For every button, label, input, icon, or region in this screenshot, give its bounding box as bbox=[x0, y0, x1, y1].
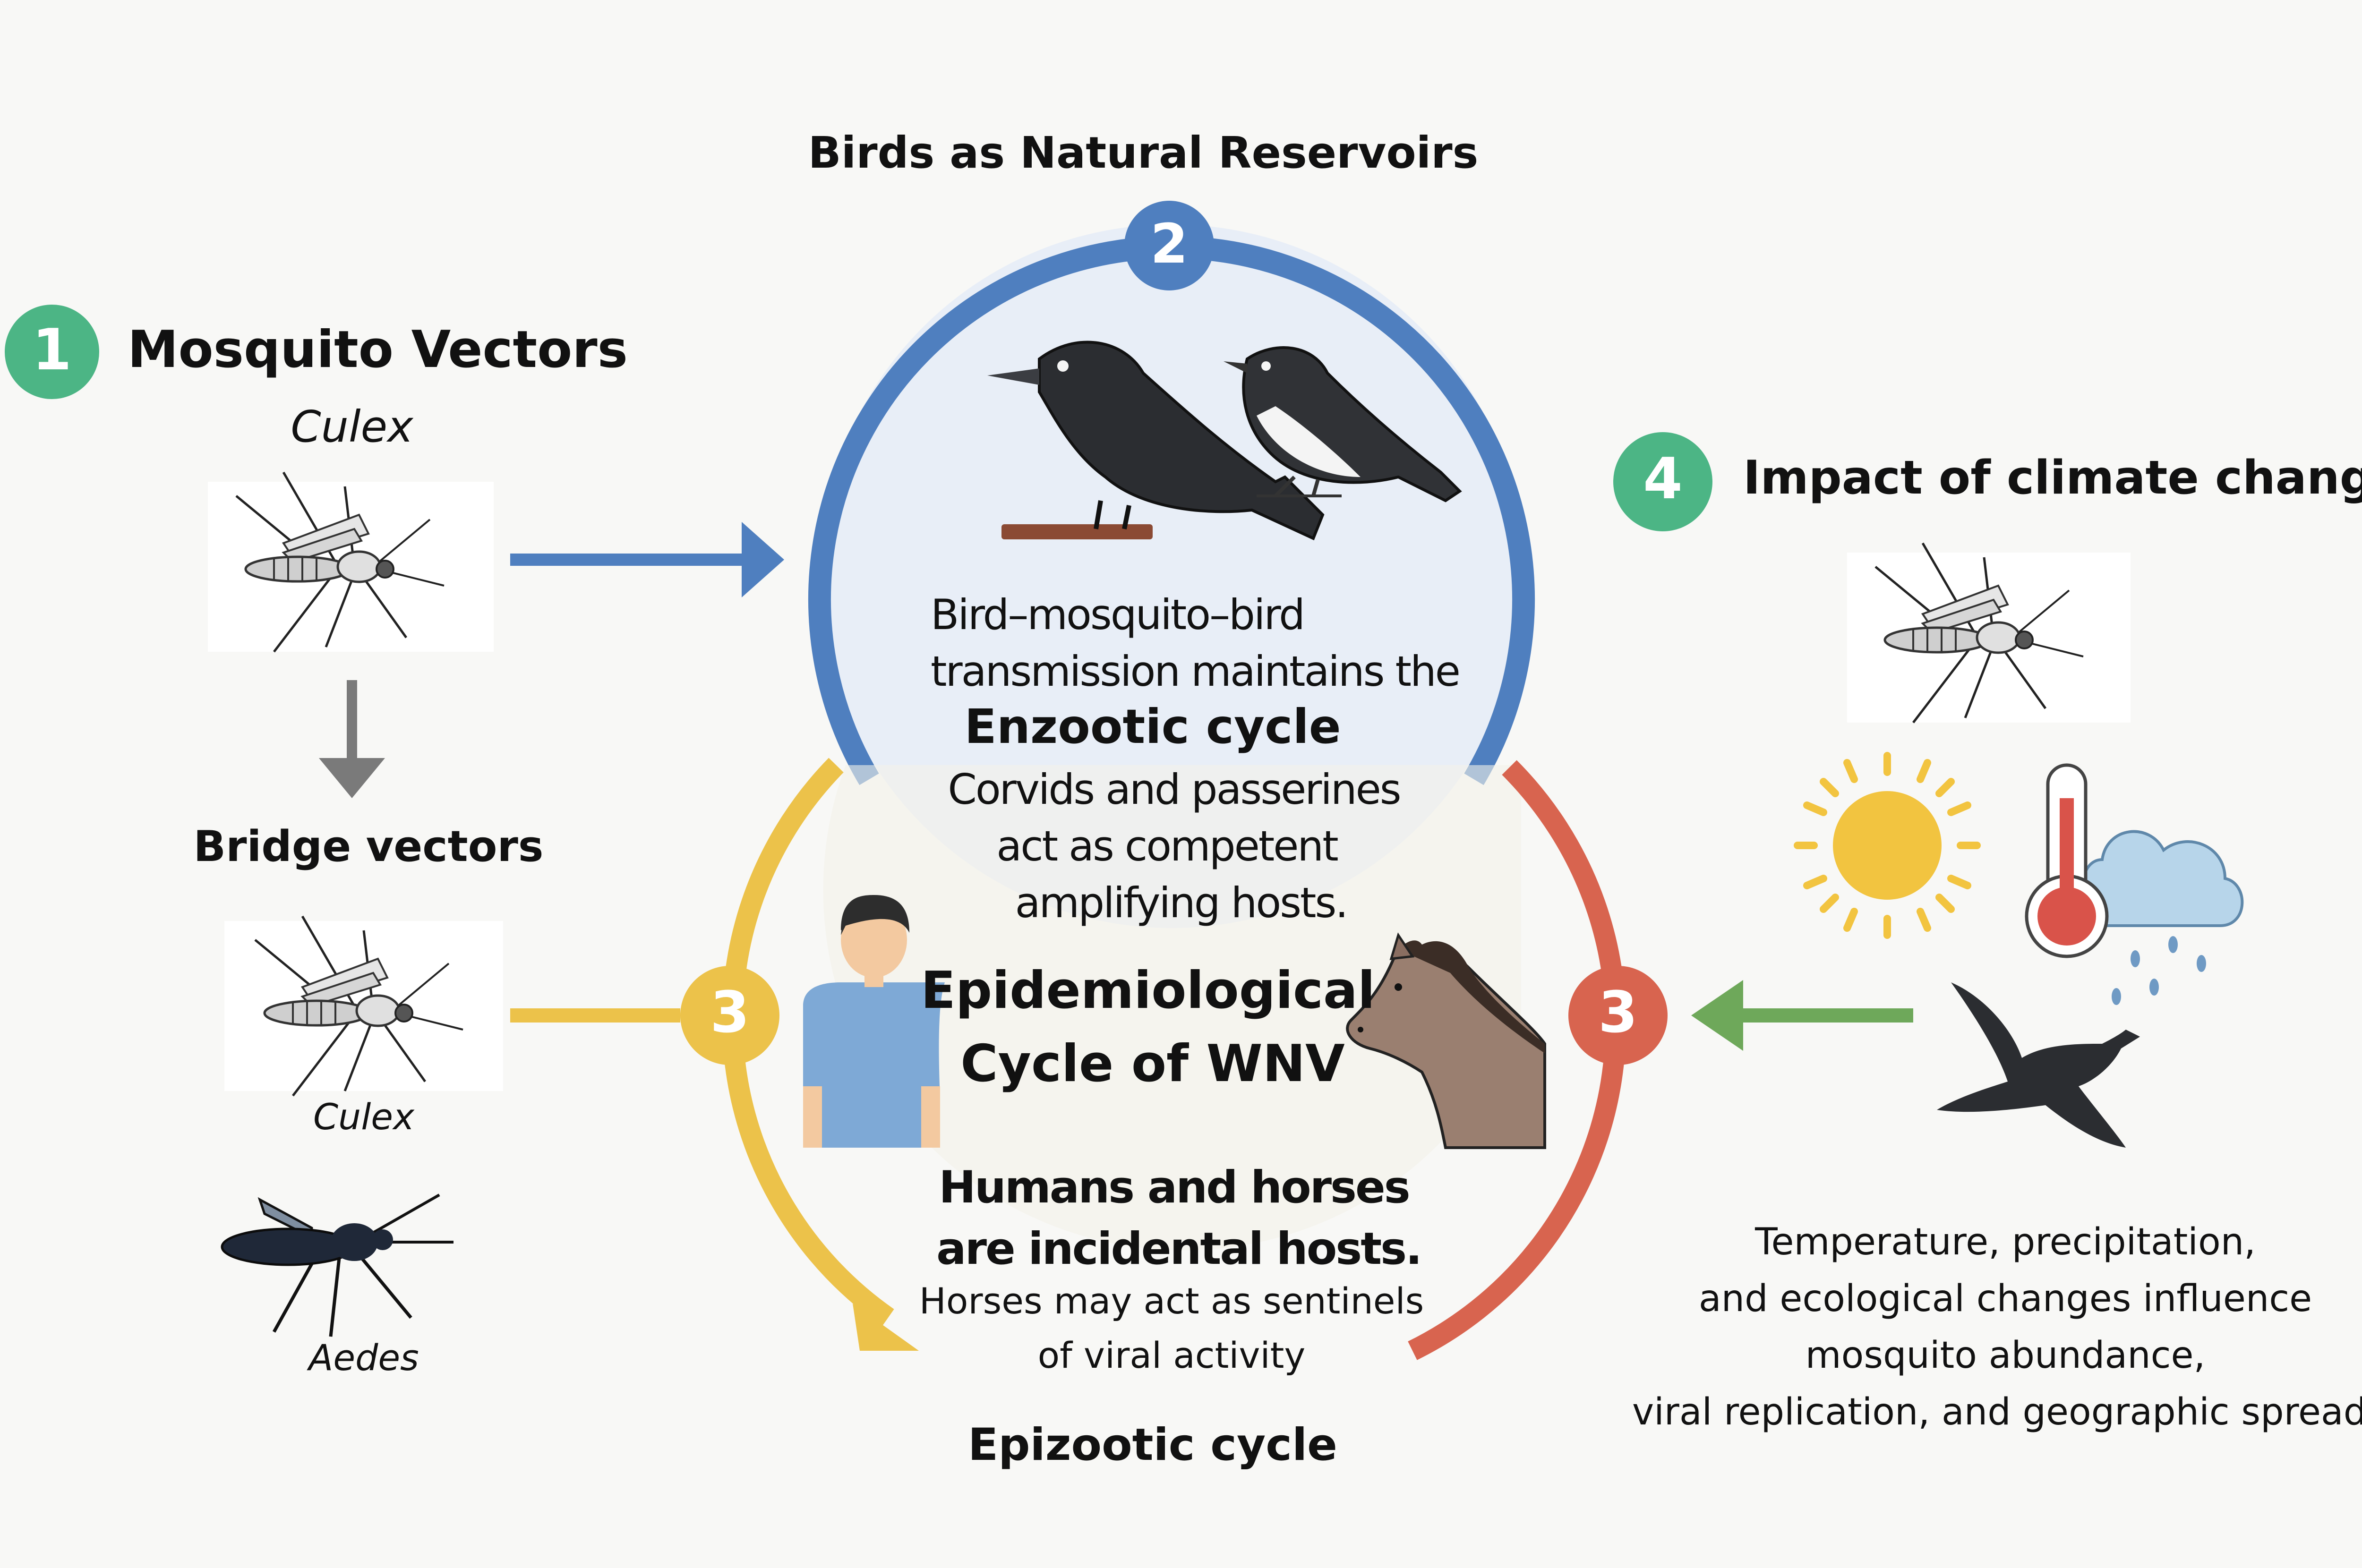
mosquito-icon-aedes bbox=[221, 1193, 454, 1337]
heading-climate-change: Impact of climate change bbox=[1743, 451, 2362, 505]
badge-2-number: 2 bbox=[1150, 213, 1189, 276]
badge-3-left-number: 3 bbox=[710, 980, 750, 1046]
magpie-icon bbox=[1224, 346, 1462, 503]
heading-bridge-vectors: Bridge vectors bbox=[193, 822, 544, 871]
climate-desc-2: and ecological changes influence bbox=[1698, 1278, 2312, 1320]
epizootic-arc-right bbox=[1408, 760, 1626, 1360]
enzootic-hosts-1: Corvids and passerines bbox=[948, 765, 1401, 814]
mosquito-icon-culex-bridge bbox=[224, 916, 503, 1096]
climate-desc-4: viral replication, and geographic spread… bbox=[1632, 1391, 2362, 1433]
epizootic-region bbox=[823, 765, 1521, 1251]
badge-3-right-number: 3 bbox=[1598, 980, 1638, 1046]
center-title-line-2: Cycle of WNV bbox=[960, 1034, 1345, 1093]
center-title-line-1: Epidemiological bbox=[921, 961, 1375, 1020]
epizootic-incidental-1: Humans and horses bbox=[939, 1162, 1410, 1213]
thermometer-icon bbox=[2025, 763, 2109, 958]
mosquito-icon-climate bbox=[1847, 543, 2131, 723]
horse-icon bbox=[1346, 932, 1546, 1149]
label-culex-bridge: Culex bbox=[313, 1096, 415, 1138]
sun-icon bbox=[1794, 752, 1981, 939]
arrow-to-bridge bbox=[319, 680, 385, 798]
badge-4-number: 4 bbox=[1643, 446, 1683, 512]
label-aedes: Aedes bbox=[308, 1337, 419, 1379]
badge-1-number: 1 bbox=[32, 317, 72, 383]
enzootic-line-1: Bird–mosquito–bird bbox=[931, 590, 1305, 639]
heading-mosquito-vectors: Mosquito Vectors bbox=[128, 320, 628, 379]
climate-desc-1: Temperature, precipitation, bbox=[1755, 1221, 2256, 1263]
flying-bird-icon bbox=[1937, 982, 2140, 1148]
enzootic-line-2: transmission maintains the bbox=[931, 647, 1461, 696]
badge-4 bbox=[1613, 432, 1712, 531]
title-birds-reservoirs: Birds as Natural Reservoirs bbox=[808, 128, 1479, 178]
label-culex-top: Culex bbox=[291, 401, 413, 452]
badge-2 bbox=[1124, 201, 1214, 290]
crow-icon bbox=[987, 341, 1325, 541]
heading-epizootic-cycle: Epizootic cycle bbox=[968, 1419, 1337, 1471]
enzootic-hosts-3: amplifying hosts. bbox=[1015, 878, 1349, 927]
arrow-from-climate bbox=[1691, 980, 1913, 1051]
badge-3-left bbox=[680, 966, 779, 1065]
human-icon bbox=[803, 895, 945, 1148]
epizootic-incidental-2: are incidental hosts. bbox=[936, 1223, 1422, 1275]
yellow-arrowhead bbox=[853, 1304, 919, 1351]
badge-1 bbox=[5, 305, 99, 399]
enzootic-hosts-2: act as competent bbox=[996, 822, 1338, 870]
heading-enzootic-cycle: Enzootic cycle bbox=[964, 699, 1341, 754]
mosquito-icon-culex-top bbox=[208, 472, 494, 652]
epizootic-sentinel-2: of viral activity bbox=[1037, 1334, 1306, 1376]
badge-3-right bbox=[1568, 966, 1668, 1065]
epizootic-sentinel-1: Horses may act as sentinels bbox=[919, 1280, 1424, 1322]
arrow-to-birds bbox=[510, 522, 784, 597]
climate-desc-3: mosquito abundance, bbox=[1805, 1334, 2206, 1377]
